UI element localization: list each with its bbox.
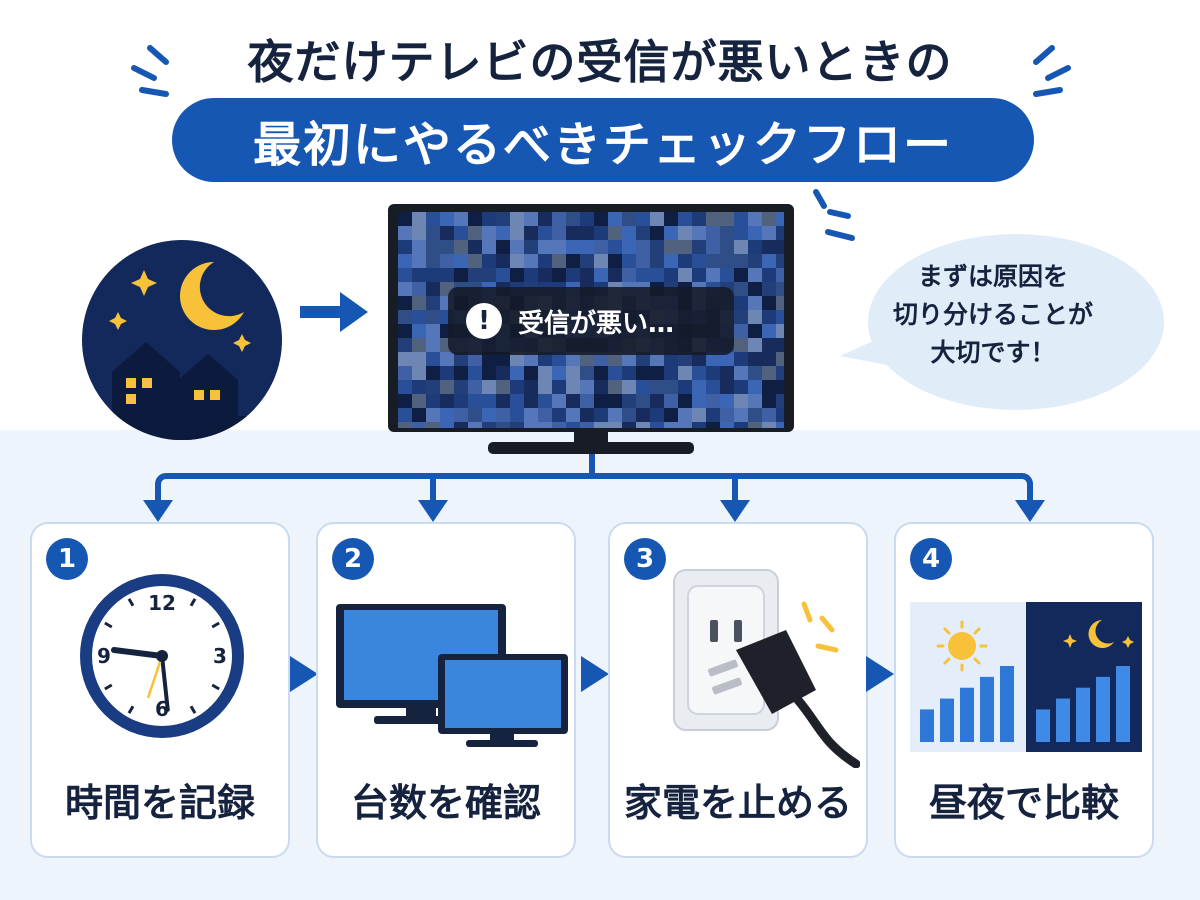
- clock-icon: 12 3 6 9: [80, 574, 244, 738]
- tv-signal-dashes-icon: [813, 189, 855, 241]
- night-scene-icon: [82, 240, 282, 440]
- clock-numeral-3: 3: [213, 644, 227, 668]
- outlet-icon: [673, 569, 860, 768]
- step-number-2: 2: [332, 538, 374, 580]
- step-card-4: 4 昼夜で比較: [894, 522, 1154, 858]
- speech-bubble-text: まずは原因を 切り分けることが 大切です！: [868, 258, 1118, 372]
- step-arrow-3-icon: [866, 656, 894, 692]
- day-bar-1: [920, 709, 934, 742]
- reception-warning: ! 受信が悪い…: [448, 287, 734, 355]
- step-label-3: 家電を止める: [623, 781, 852, 825]
- night-bar-1: [1036, 709, 1050, 742]
- step-card-2: 2 台数を確認: [316, 522, 576, 858]
- monitor-icon: [336, 604, 568, 747]
- star-icon: [131, 270, 157, 296]
- plug-icon: [708, 630, 860, 768]
- title-right-dashes-icon: [1033, 45, 1071, 97]
- day-bar-5: [1000, 666, 1014, 742]
- day-bar-2: [940, 698, 954, 742]
- step-label-1: 時間を記録: [64, 781, 255, 825]
- sun-icon: [936, 620, 988, 672]
- flow-connector: [143, 454, 1045, 522]
- moon-icon: [180, 262, 244, 330]
- title-left-dashes-icon: [131, 45, 169, 97]
- step-label-2: 台数を確認: [350, 781, 541, 825]
- night-bar-5: [1116, 666, 1130, 742]
- title-line1: 夜だけテレビの受信が悪いときの: [247, 35, 953, 89]
- night-bar-4: [1096, 676, 1110, 742]
- warning-text: 受信が悪い…: [518, 308, 675, 339]
- step-arrow-1-icon: [290, 656, 318, 692]
- step-number-1: 1: [46, 538, 88, 580]
- clock-numeral-12: 12: [148, 591, 176, 615]
- step-number-3: 3: [624, 538, 666, 580]
- speech-bubble: [840, 234, 1164, 410]
- title-banner: 最初にやるべきチェックフロー: [172, 98, 1034, 182]
- bubble-line-1: まずは原因を: [917, 262, 1068, 291]
- clock-numeral-9: 9: [97, 644, 111, 668]
- step-arrow-2-icon: [581, 656, 609, 692]
- moon-icon: [1088, 620, 1114, 648]
- day-bar-4: [980, 676, 994, 742]
- bar-chart-icon: [910, 602, 1142, 752]
- bubble-line-3: 大切です！: [930, 338, 1056, 367]
- step-card-1: 1 12 3 6 9 時間を記録: [30, 522, 290, 858]
- warning-icon: !: [466, 303, 502, 339]
- day-bar-3: [960, 687, 974, 742]
- arrow-right-icon: [300, 292, 368, 332]
- step-label-4: 昼夜で比較: [928, 781, 1119, 825]
- arrow-down-icon: [143, 500, 173, 522]
- title-line2: 最初にやるべきチェックフロー: [252, 117, 953, 173]
- night-bar-2: [1056, 698, 1070, 742]
- step-number-4: 4: [910, 538, 952, 580]
- bubble-line-2: 切り分けることが: [892, 300, 1093, 329]
- night-bar-3: [1076, 687, 1090, 742]
- step-card-3: 3 家電を止める: [608, 522, 868, 858]
